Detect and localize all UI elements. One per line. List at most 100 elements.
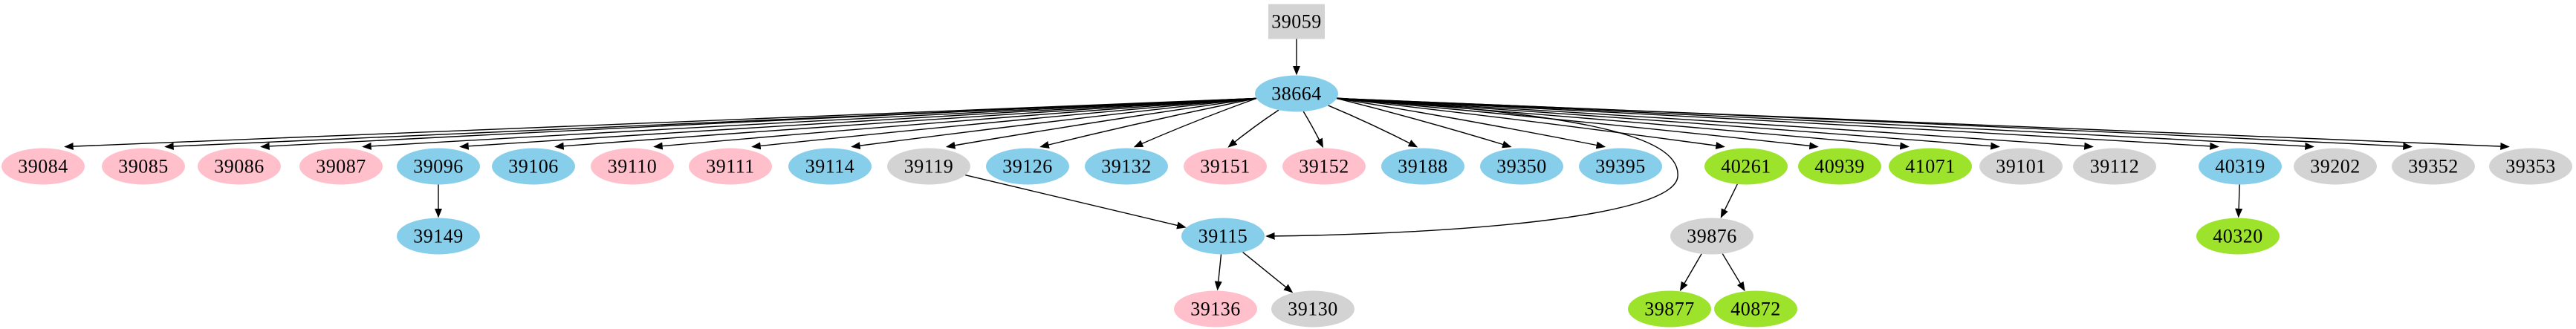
node-label: 39126 xyxy=(1002,155,1053,177)
node-39114: 39114 xyxy=(788,148,872,185)
node-39202: 39202 xyxy=(2294,148,2377,185)
node-label: 38664 xyxy=(1271,82,1322,104)
edge-38664-39151 xyxy=(1227,109,1279,148)
edge-38664-39087 xyxy=(362,97,1257,150)
node-label: 40939 xyxy=(1814,155,1865,177)
node-39877: 39877 xyxy=(1628,290,1711,328)
node-40320: 40320 xyxy=(2196,218,2280,255)
node-39352: 39352 xyxy=(2392,148,2475,185)
node-label: 41071 xyxy=(1905,155,1956,177)
node-39130: 39130 xyxy=(1271,290,1354,328)
edge-38664-39353 xyxy=(1336,97,2510,151)
node-label: 39110 xyxy=(607,155,658,177)
node-label: 40872 xyxy=(1730,298,1781,319)
node-39350: 39350 xyxy=(1480,148,1563,185)
node-label: 39106 xyxy=(508,155,559,177)
node-label: 39395 xyxy=(1595,155,1646,177)
node-40319: 40319 xyxy=(2199,148,2282,185)
node-39086: 39086 xyxy=(198,148,281,185)
node-39119: 39119 xyxy=(887,148,970,185)
node-39087: 39087 xyxy=(299,148,383,185)
edge-38664-39395 xyxy=(1336,97,1606,149)
node-label: 39151 xyxy=(1200,155,1250,177)
node-label: 40319 xyxy=(2215,155,2265,177)
node-label: 39149 xyxy=(413,225,464,247)
node-39136: 39136 xyxy=(1174,290,1257,328)
edge-38664-39101 xyxy=(1336,97,2000,150)
node-label: 39876 xyxy=(1687,225,1737,247)
node-39149: 39149 xyxy=(397,218,480,255)
node-label: 39352 xyxy=(2408,155,2459,177)
node-label: 39353 xyxy=(2505,155,2556,177)
node-label: 39877 xyxy=(1644,298,1695,319)
node-label: 39115 xyxy=(1198,225,1248,247)
node-label: 40320 xyxy=(2213,225,2263,247)
node-label: 39087 xyxy=(316,155,366,177)
edge-38664-40319 xyxy=(1336,97,2219,150)
node-label: 39112 xyxy=(2089,155,2140,177)
node-label: 39084 xyxy=(18,155,68,177)
node-41071: 41071 xyxy=(1889,148,1972,185)
edge-39115-39130 xyxy=(1242,252,1294,293)
node-39101: 39101 xyxy=(1979,148,2063,185)
node-39126: 39126 xyxy=(986,148,1069,185)
node-label: 39101 xyxy=(1996,155,2046,177)
node-39151: 39151 xyxy=(1184,148,1267,185)
node-39096: 39096 xyxy=(397,148,480,185)
node-label: 39096 xyxy=(413,155,464,177)
edge-38664-40939 xyxy=(1336,97,1819,150)
edge-38664-39119 xyxy=(945,97,1257,149)
edge-40261-39876 xyxy=(1720,183,1738,218)
edge-38664-39115 xyxy=(1265,97,1678,240)
node-38664: 38664 xyxy=(1255,75,1338,112)
node-39876: 39876 xyxy=(1670,218,1753,255)
edge-38664-39126 xyxy=(1039,97,1257,149)
edge-38664-39114 xyxy=(851,97,1257,150)
node-label: 39188 xyxy=(1398,155,1448,177)
node-39110: 39110 xyxy=(591,148,674,185)
edge-39119-39115 xyxy=(965,175,1187,229)
edge-38664-39350 xyxy=(1336,97,1512,149)
node-40939: 40939 xyxy=(1798,148,1881,185)
edge-38664-39111 xyxy=(751,97,1257,150)
node-39152: 39152 xyxy=(1282,148,1366,185)
node-39353: 39353 xyxy=(2489,148,2572,185)
node-39059: 39059 xyxy=(1268,4,1325,39)
node-label: 39350 xyxy=(1496,155,1547,177)
node-label: 39152 xyxy=(1299,155,1349,177)
node-39106: 39106 xyxy=(492,148,575,185)
edge-39876-39877 xyxy=(1679,253,1702,292)
node-39395: 39395 xyxy=(1579,148,1662,185)
node-39111: 39111 xyxy=(689,148,772,185)
node-label: 40261 xyxy=(1721,155,1771,177)
node-40872: 40872 xyxy=(1714,290,1797,328)
node-39084: 39084 xyxy=(1,148,85,185)
edge-38664-39084 xyxy=(64,97,1257,151)
edge-38664-39188 xyxy=(1328,105,1418,148)
edge-38664-39106 xyxy=(554,97,1257,150)
edge-38664-40261 xyxy=(1336,97,1725,150)
edge-39876-40872 xyxy=(1722,253,1745,292)
node-label: 39086 xyxy=(214,155,265,177)
edge-38664-41071 xyxy=(1336,97,1910,150)
node-label: 39130 xyxy=(1288,298,1338,319)
edge-38664-39110 xyxy=(653,97,1257,150)
node-label: 39059 xyxy=(1271,10,1322,32)
node-label: 39111 xyxy=(706,155,755,177)
node-label: 39202 xyxy=(2310,155,2361,177)
node-39085: 39085 xyxy=(102,148,185,185)
edge-39115-39136 xyxy=(1214,254,1222,291)
node-label: 39085 xyxy=(118,155,169,177)
node-39115: 39115 xyxy=(1181,218,1265,255)
edge-38664-39202 xyxy=(1336,97,2314,150)
edge-38664-39132 xyxy=(1133,97,1257,148)
node-label: 39132 xyxy=(1101,155,1152,177)
edge-38664-39086 xyxy=(260,97,1257,150)
node-label: 39136 xyxy=(1190,298,1241,319)
node-39132: 39132 xyxy=(1085,148,1168,185)
edge-38664-39112 xyxy=(1336,97,2094,150)
edge-38664-39152 xyxy=(1302,111,1323,149)
node-39188: 39188 xyxy=(1381,148,1464,185)
